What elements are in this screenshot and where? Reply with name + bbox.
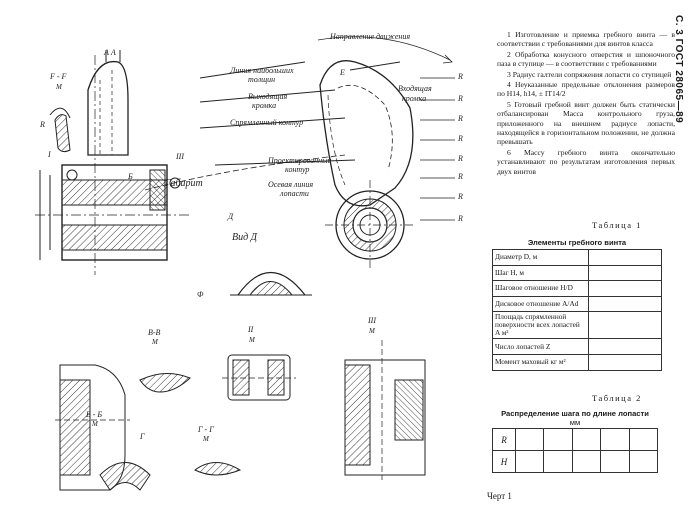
table-row: H xyxy=(492,450,659,473)
detail-ii-scale: М xyxy=(249,336,255,344)
radius-mark-4: R xyxy=(458,134,463,143)
table-cell xyxy=(600,428,630,451)
section-b-mark: Б xyxy=(128,172,133,181)
table-2-units: мм xyxy=(569,418,581,427)
pitch-distribution-table: R H xyxy=(492,428,659,473)
note-5: 5 Готовый гребной винт должен быть стати… xyxy=(497,99,675,147)
propeller-drawing xyxy=(35,36,455,491)
table-row: Шаг H, м xyxy=(492,264,662,282)
table-cell: Число лопастей Z xyxy=(492,338,589,355)
view-d-mark: Д xyxy=(228,212,234,221)
blade-front-view xyxy=(317,36,453,270)
table-cell xyxy=(600,450,630,473)
table-1-caption: Таблица 1 xyxy=(592,220,642,230)
detail-i-mark: I xyxy=(48,150,51,159)
detail-ii-label: II xyxy=(248,325,254,334)
table-row: R xyxy=(492,428,659,451)
table-cell: Шаговое отношение H/D xyxy=(492,280,589,297)
note-6: 6 Массу гребного винта окончательно уста… xyxy=(497,147,675,176)
table-row: Момент маховый кг м² xyxy=(492,353,662,371)
table-2-caption: Таблица 2 xyxy=(592,393,642,403)
leading-edge-label-1: Входящая xyxy=(398,84,432,93)
table-cell xyxy=(514,450,545,473)
section-b-b-scale: М xyxy=(92,420,98,428)
table-cell xyxy=(628,428,659,451)
radius-mark-6: R xyxy=(458,172,463,181)
propeller-elements-table: Диаметр D, м Шаг H, м Шаговое отношение … xyxy=(492,249,662,371)
table-cell xyxy=(588,338,662,355)
table-cell: Площадь спрямленной поверхности всех лоп… xyxy=(492,311,589,340)
table-2-title: Распределение шага по длине лопасти xyxy=(501,409,649,418)
table-cell xyxy=(543,450,573,473)
table-cell: Дисковое отношение A/Ad xyxy=(492,295,589,313)
trailing-edge-label-1: Выходящая xyxy=(248,92,288,101)
detail-iii-scale: М xyxy=(369,327,375,335)
radius-mark-7: R xyxy=(458,192,463,201)
table-cell: Шаг H, м xyxy=(492,264,589,282)
section-a-a-label: А А xyxy=(104,48,116,57)
technical-requirements: 1 Изготовление и приемка гребного винта … xyxy=(497,30,675,177)
trailing-edge-label-2: кромка xyxy=(252,101,277,110)
section-g-mark: Г xyxy=(140,432,145,441)
table-cell: Момент маховый кг м² xyxy=(492,353,589,371)
table-cell xyxy=(571,450,602,473)
table-cell xyxy=(514,428,545,451)
table-cell xyxy=(588,280,662,297)
table-cell xyxy=(588,264,662,282)
radius-mark-8: R xyxy=(458,214,463,223)
leading-edge-label-2: кромка xyxy=(402,94,427,103)
blade-axis-label-1: Осевая линия xyxy=(268,180,314,189)
radius-mark-2: R xyxy=(458,94,463,103)
radius-mark-5: R xyxy=(458,154,463,163)
section-v-v-scale: М xyxy=(152,338,158,346)
table-cell: R xyxy=(492,428,516,451)
table-row: Шаговое отношение H/D xyxy=(492,280,662,297)
diameter-mark: Ф xyxy=(197,290,204,299)
developed-contour-label: Спрямленный контур xyxy=(230,118,304,127)
max-thickness-line-label-1: Линия наибольших xyxy=(230,66,294,75)
section-v-v-label: В-В xyxy=(148,328,161,337)
radius-mark-1: R xyxy=(458,72,463,81)
radius-mark-3: R xyxy=(458,114,463,123)
table-cell xyxy=(571,428,602,451)
section-b-b-label: Б - Б xyxy=(86,410,103,419)
table-row: Диаметр D, м xyxy=(492,249,662,266)
view-d-label: Вид Д xyxy=(232,232,258,243)
section-f-f-label: F - F xyxy=(50,72,67,81)
max-thickness-line-label-2: толщин xyxy=(248,75,276,84)
blade-side-view xyxy=(35,50,190,275)
blade-axis-label-2: лопасти xyxy=(280,189,309,198)
direction-of-motion-label: Направление движения xyxy=(330,32,411,41)
table-1-title: Элементы гребного винта xyxy=(527,238,627,247)
table-cell xyxy=(588,311,662,340)
table-cell xyxy=(588,353,662,371)
note-2: 2 Обработка конусного отверстия и шпоноч… xyxy=(497,49,675,69)
section-e-mark: Е xyxy=(340,68,345,77)
section-f-f-scale: М xyxy=(56,83,62,91)
note-3: 3 Радиус галтели сопряжения лопасти со с… xyxy=(507,69,672,79)
section-g-g-scale: М xyxy=(203,435,209,443)
table-cell xyxy=(543,428,573,451)
table-row: Дисковое отношение A/Ad xyxy=(492,295,662,313)
detail-iii-label: III xyxy=(368,316,376,325)
note-4: 4 Неуказанные предельные отклонения разм… xyxy=(497,80,675,99)
table-cell xyxy=(588,295,662,313)
table-cell xyxy=(588,249,662,266)
figure-caption: Черт 1 xyxy=(487,491,512,501)
table-row: Площадь спрямленной поверхности всех лоп… xyxy=(492,311,662,340)
note-1: 1 Изготовление и приемка гребного винта … xyxy=(497,30,675,49)
table-row: Число лопастей Z xyxy=(492,338,662,355)
detail-iii-mark: III xyxy=(176,152,184,161)
radius-label-left: R xyxy=(40,120,45,129)
projected-contour-label-2: контур xyxy=(285,165,310,174)
table-cell xyxy=(628,450,659,473)
section-g-g-label: Г - Г xyxy=(198,425,214,434)
projected-contour-label-1: Проектированный xyxy=(268,156,332,165)
table-cell: H xyxy=(492,450,516,473)
table-cell: Диаметр D, м xyxy=(492,249,589,266)
gabarit-label: Габарит xyxy=(165,178,203,189)
